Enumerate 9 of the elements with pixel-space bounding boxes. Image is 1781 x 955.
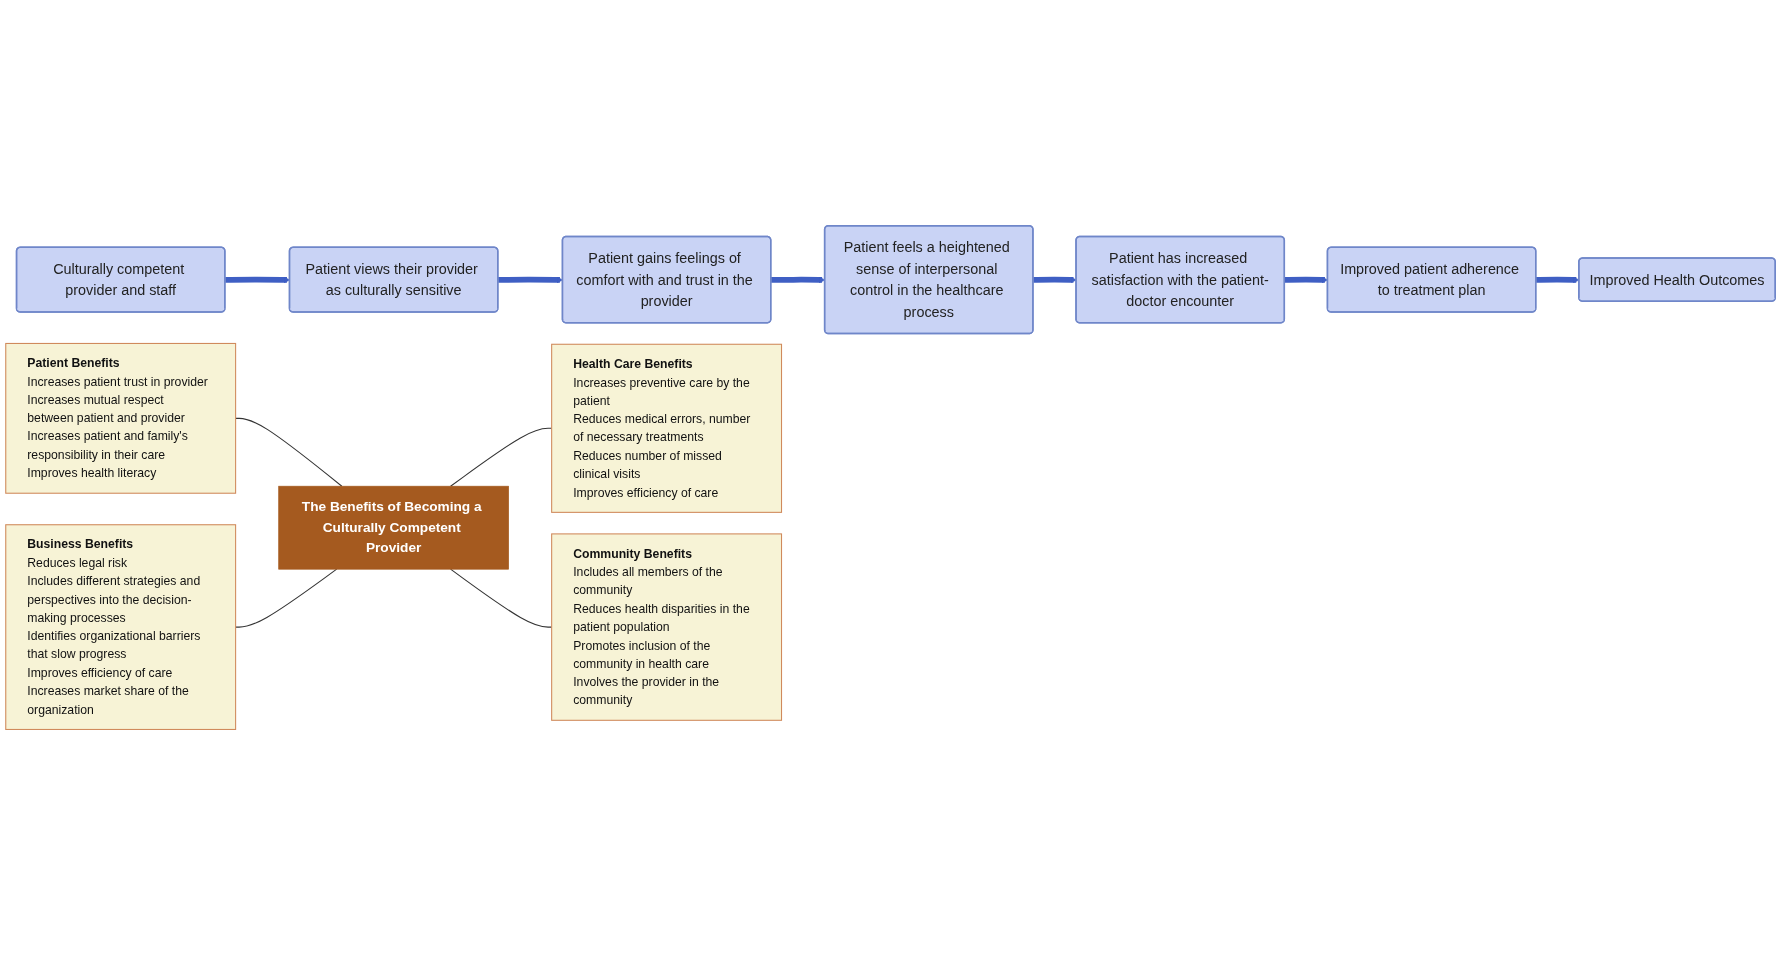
connector [235, 568, 338, 628]
arrow [1536, 276, 1580, 283]
node-box: Health Care Benefits Increases preventive care by the patient Reduces medical errors, number of necessary treatments Reduces number of missed clinical visits Improves efficiency of care [551, 343, 783, 513]
connector [235, 417, 343, 487]
node-box: Patient Benefits Increases patient trust in provider Increases mutual respect between patient and provider Increases patient and family's responsibility in their care Improves health literacy [5, 342, 237, 494]
node-box: Business Benefits Reduces legal risk Includes different strategies and perspectives into the decision-making processes Identifies organizational barriers that slow progress Improves efficiency of care Increases market share of the organization [5, 524, 237, 730]
arrow [1033, 276, 1077, 283]
node-box: Community Benefits Includes all members of the community Reduces health disparities in the patient population Promotes inclusion of the community in health care Involves the provider in the community [551, 533, 783, 721]
node-box: The Benefits of Becoming a Culturally Competent Provider [278, 485, 509, 570]
